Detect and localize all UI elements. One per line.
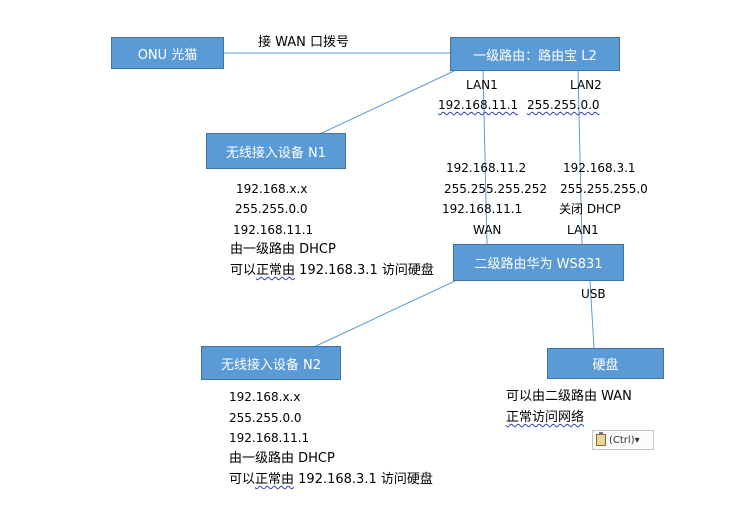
paste-options-button[interactable]: (Ctrl)▾ xyxy=(592,430,654,450)
n1-access-pre: 可以 xyxy=(230,263,257,278)
link-l1-n1 xyxy=(321,70,455,134)
lan-mask-label: 255.255.255.0 xyxy=(560,182,648,196)
lan-ip-label: 192.168.3.1 xyxy=(563,161,636,175)
l1-router-label: 一级路由：路由宝 L2 xyxy=(473,48,597,64)
disk-line1: 可以由二级路由 WAN xyxy=(506,389,632,404)
disk-line2: 正常访问网络 xyxy=(506,410,585,425)
lan2-top-label: LAN2 xyxy=(570,78,602,92)
onu-box[interactable]: ONU 光猫 xyxy=(111,37,224,69)
link-l2-disk xyxy=(589,280,595,349)
disk-box[interactable]: 硬盘 xyxy=(547,348,664,379)
lan1-top-label: LAN1 xyxy=(466,78,498,92)
l1-router-box[interactable]: 一级路由：路由宝 L2 xyxy=(450,37,620,71)
l2-router-box[interactable]: 二级路由华为 WS831 xyxy=(453,244,624,281)
n2-access-post: 192.168.3.1 访问硬盘 xyxy=(294,472,433,487)
onu-label: ONU 光猫 xyxy=(137,47,198,63)
n2-dhcp: 由一级路由 DHCP xyxy=(229,451,335,466)
n2-mask: 255.255.0.0 xyxy=(229,411,302,425)
n1-mask: 255.255.0.0 xyxy=(235,202,308,216)
n2-access: 可以正常由 192.168.3.1 访问硬盘 xyxy=(229,472,433,488)
wan-dial-label: 接 WAN 口拨号 xyxy=(258,35,350,50)
disk-label: 硬盘 xyxy=(592,358,619,373)
lan-dhcp-label: 关闭 DHCP xyxy=(559,202,621,216)
wan-ip-label: 192.168.11.2 xyxy=(446,161,527,175)
n2-gw: 192.168.11.1 xyxy=(229,431,310,445)
lan1-bottom-label: LAN1 xyxy=(567,223,599,237)
l1-ip-label: 192.168.11.1 xyxy=(438,98,519,112)
n1-gw: 192.168.11.1 xyxy=(233,223,314,237)
n2-access-pre: 可以 xyxy=(229,472,256,487)
l1-mask-label: 255.255.0.0 xyxy=(527,98,600,112)
n1-ip: 192.168.x.x xyxy=(236,182,308,196)
link-l2-n2 xyxy=(315,280,456,347)
n1-access-post: 192.168.3.1 访问硬盘 xyxy=(295,263,434,278)
n2-label: 无线接入设备 N2 xyxy=(220,357,322,373)
usb-label: USB xyxy=(581,287,606,301)
wan-gw-label: 192.168.11.1 xyxy=(442,202,523,216)
link-l1-l2-lan2 xyxy=(577,70,583,245)
link-l1-l2-lan1 xyxy=(482,70,488,245)
n2-access-mid: 正常由 xyxy=(255,472,295,487)
n2-ip: 192.168.x.x xyxy=(229,390,301,404)
l2-router-label: 二级路由华为 WS831 xyxy=(474,257,603,272)
wan-mask-label: 255.255.255.252 xyxy=(444,182,548,196)
n1-label: 无线接入设备 N1 xyxy=(225,145,327,161)
n1-dhcp: 由一级路由 DHCP xyxy=(230,242,336,257)
n1-access-mid: 正常由 xyxy=(256,263,296,278)
clipboard-icon xyxy=(596,432,606,446)
n1-access: 可以正常由 192.168.3.1 访问硬盘 xyxy=(230,263,434,279)
paste-options-label: (Ctrl)▾ xyxy=(609,434,640,446)
wan-port-label: WAN xyxy=(473,223,502,237)
n2-box[interactable]: 无线接入设备 N2 xyxy=(201,346,341,380)
n1-box[interactable]: 无线接入设备 N1 xyxy=(206,133,346,169)
